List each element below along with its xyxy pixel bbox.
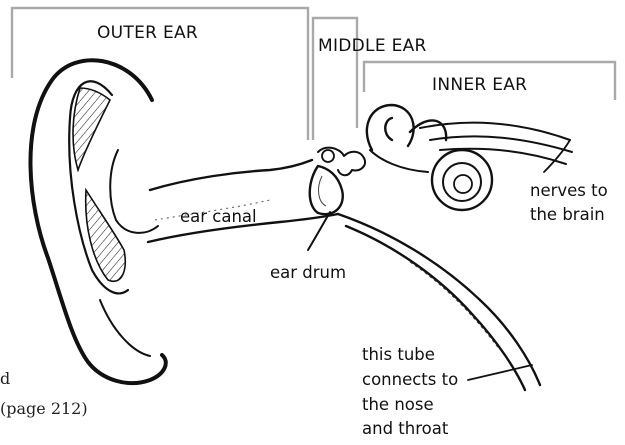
tube-label-line1: this tube — [362, 345, 435, 364]
nerves-label-line2: the brain — [530, 205, 605, 224]
tube-leader-line — [468, 365, 532, 380]
middle-ear-heading: MIDDLE EAR — [318, 36, 427, 56]
eardrum-shading — [319, 176, 326, 206]
concha — [110, 150, 158, 233]
cropped-page-text-line1: d — [0, 369, 10, 388]
malleus-head — [322, 150, 334, 162]
tube-label-line3: the nose — [362, 395, 434, 414]
middle-ear-structures — [310, 148, 365, 215]
upper-fold-shading — [73, 88, 110, 170]
ear-drum-label: ear drum — [270, 263, 346, 282]
nerves-label-line1: nerves to — [530, 181, 608, 200]
cochlea-middle — [443, 163, 481, 201]
pinna — [30, 60, 165, 383]
tube-label-line2: connects to — [362, 370, 458, 389]
eardrum-membrane — [310, 166, 343, 214]
cropped-page-text-line2: (page 212) — [0, 399, 88, 418]
earlobe — [100, 300, 150, 356]
canal-upper-wall — [150, 160, 312, 190]
tube-label-line4: and throat — [362, 419, 449, 438]
cochlea-inner — [454, 175, 472, 193]
vestibule — [370, 150, 428, 172]
ear-canal-label: ear canal — [180, 207, 257, 226]
tube-lower-wall — [346, 226, 525, 390]
inner-ear-heading: INNER EAR — [432, 75, 527, 95]
semicircular-canals — [367, 105, 446, 150]
outer-ear-heading: OUTER EAR — [97, 23, 198, 43]
